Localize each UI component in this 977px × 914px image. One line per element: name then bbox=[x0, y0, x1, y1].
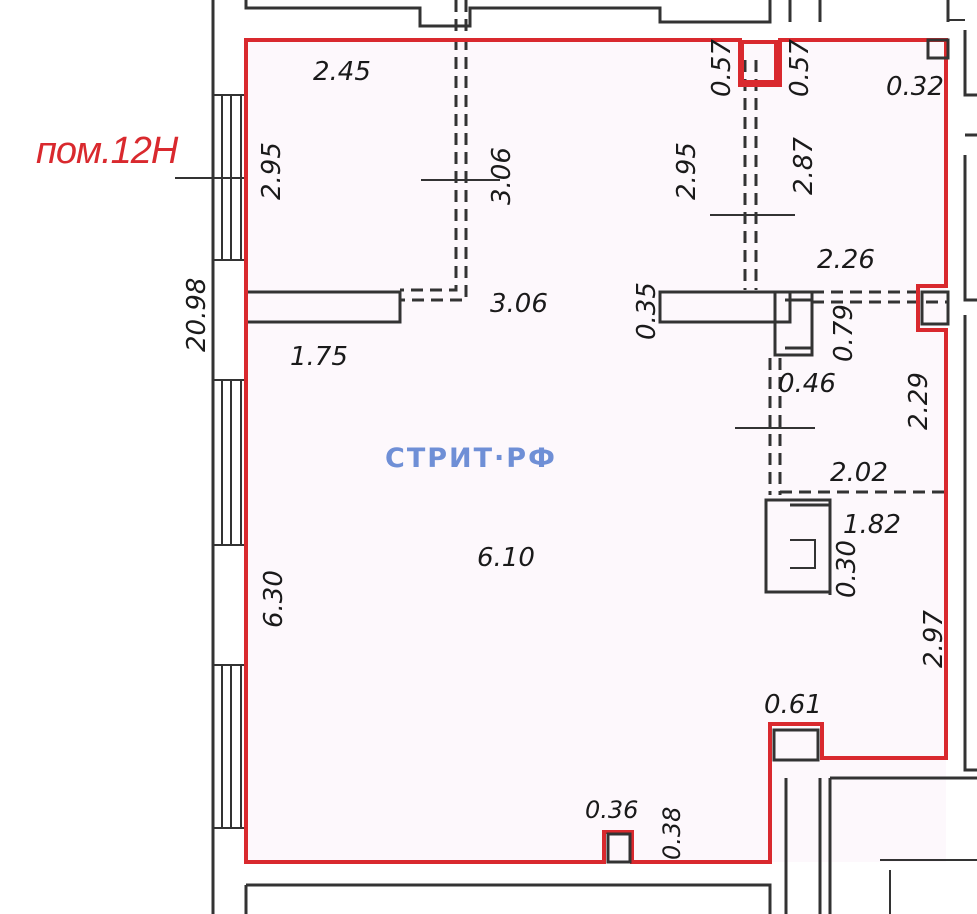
column-bottom-right bbox=[772, 728, 820, 762]
right-exterior-walls bbox=[963, 30, 977, 772]
premises-outline bbox=[244, 38, 948, 864]
dim-2-97: 2.97 bbox=[919, 610, 949, 668]
room-interior bbox=[246, 40, 946, 862]
dim-0-57-b: 0.57 bbox=[785, 39, 815, 97]
dim-0-32: 0.32 bbox=[886, 72, 944, 102]
dim-2-45: 2.45 bbox=[313, 57, 371, 87]
dim-3-06-horizontal: 3.06 bbox=[490, 289, 548, 319]
dim-0-36: 0.36 bbox=[585, 796, 638, 824]
dim-0-57-a: 0.57 bbox=[707, 39, 737, 97]
watermark: СТРИТ·РФ bbox=[385, 443, 557, 474]
dim-20-98: 20.98 bbox=[182, 278, 212, 352]
dim-0-46: 0.46 bbox=[778, 369, 836, 399]
dim-0-35: 0.35 bbox=[632, 282, 662, 340]
dim-2-95-left: 2.95 bbox=[257, 142, 287, 200]
dim-6-30: 6.30 bbox=[259, 570, 289, 628]
dim-6-10: 6.10 bbox=[477, 543, 535, 573]
room-label: пом.12Н bbox=[36, 130, 179, 172]
dim-0-30: 0.30 bbox=[832, 540, 862, 598]
dim-2-29: 2.29 bbox=[904, 372, 934, 430]
dim-2-95-mid: 2.95 bbox=[672, 142, 702, 200]
column-top-right bbox=[926, 38, 950, 60]
dim-2-87: 2.87 bbox=[789, 137, 819, 195]
dim-1-75: 1.75 bbox=[290, 342, 348, 372]
dim-3-06-vertical: 3.06 bbox=[487, 147, 517, 205]
dim-0-38: 0.38 bbox=[658, 807, 686, 860]
dim-2-02: 2.02 bbox=[830, 458, 888, 488]
dim-2-26: 2.26 bbox=[817, 245, 875, 275]
dimension-labels: 2.45 2.95 3.06 2.95 0.57 0.57 0.32 2.87 … bbox=[182, 39, 949, 860]
column-top bbox=[740, 40, 778, 84]
dim-0-61: 0.61 bbox=[764, 690, 822, 720]
dim-0-79: 0.79 bbox=[829, 304, 859, 362]
bottom-neighbour-walls bbox=[244, 776, 977, 914]
column-right bbox=[920, 290, 950, 326]
interior-partitions bbox=[246, 0, 948, 595]
dim-1-82: 1.82 bbox=[843, 510, 901, 540]
column-bottom bbox=[606, 832, 632, 864]
left-exterior-wall bbox=[175, 0, 246, 914]
top-neighbour-walls bbox=[244, 0, 965, 28]
